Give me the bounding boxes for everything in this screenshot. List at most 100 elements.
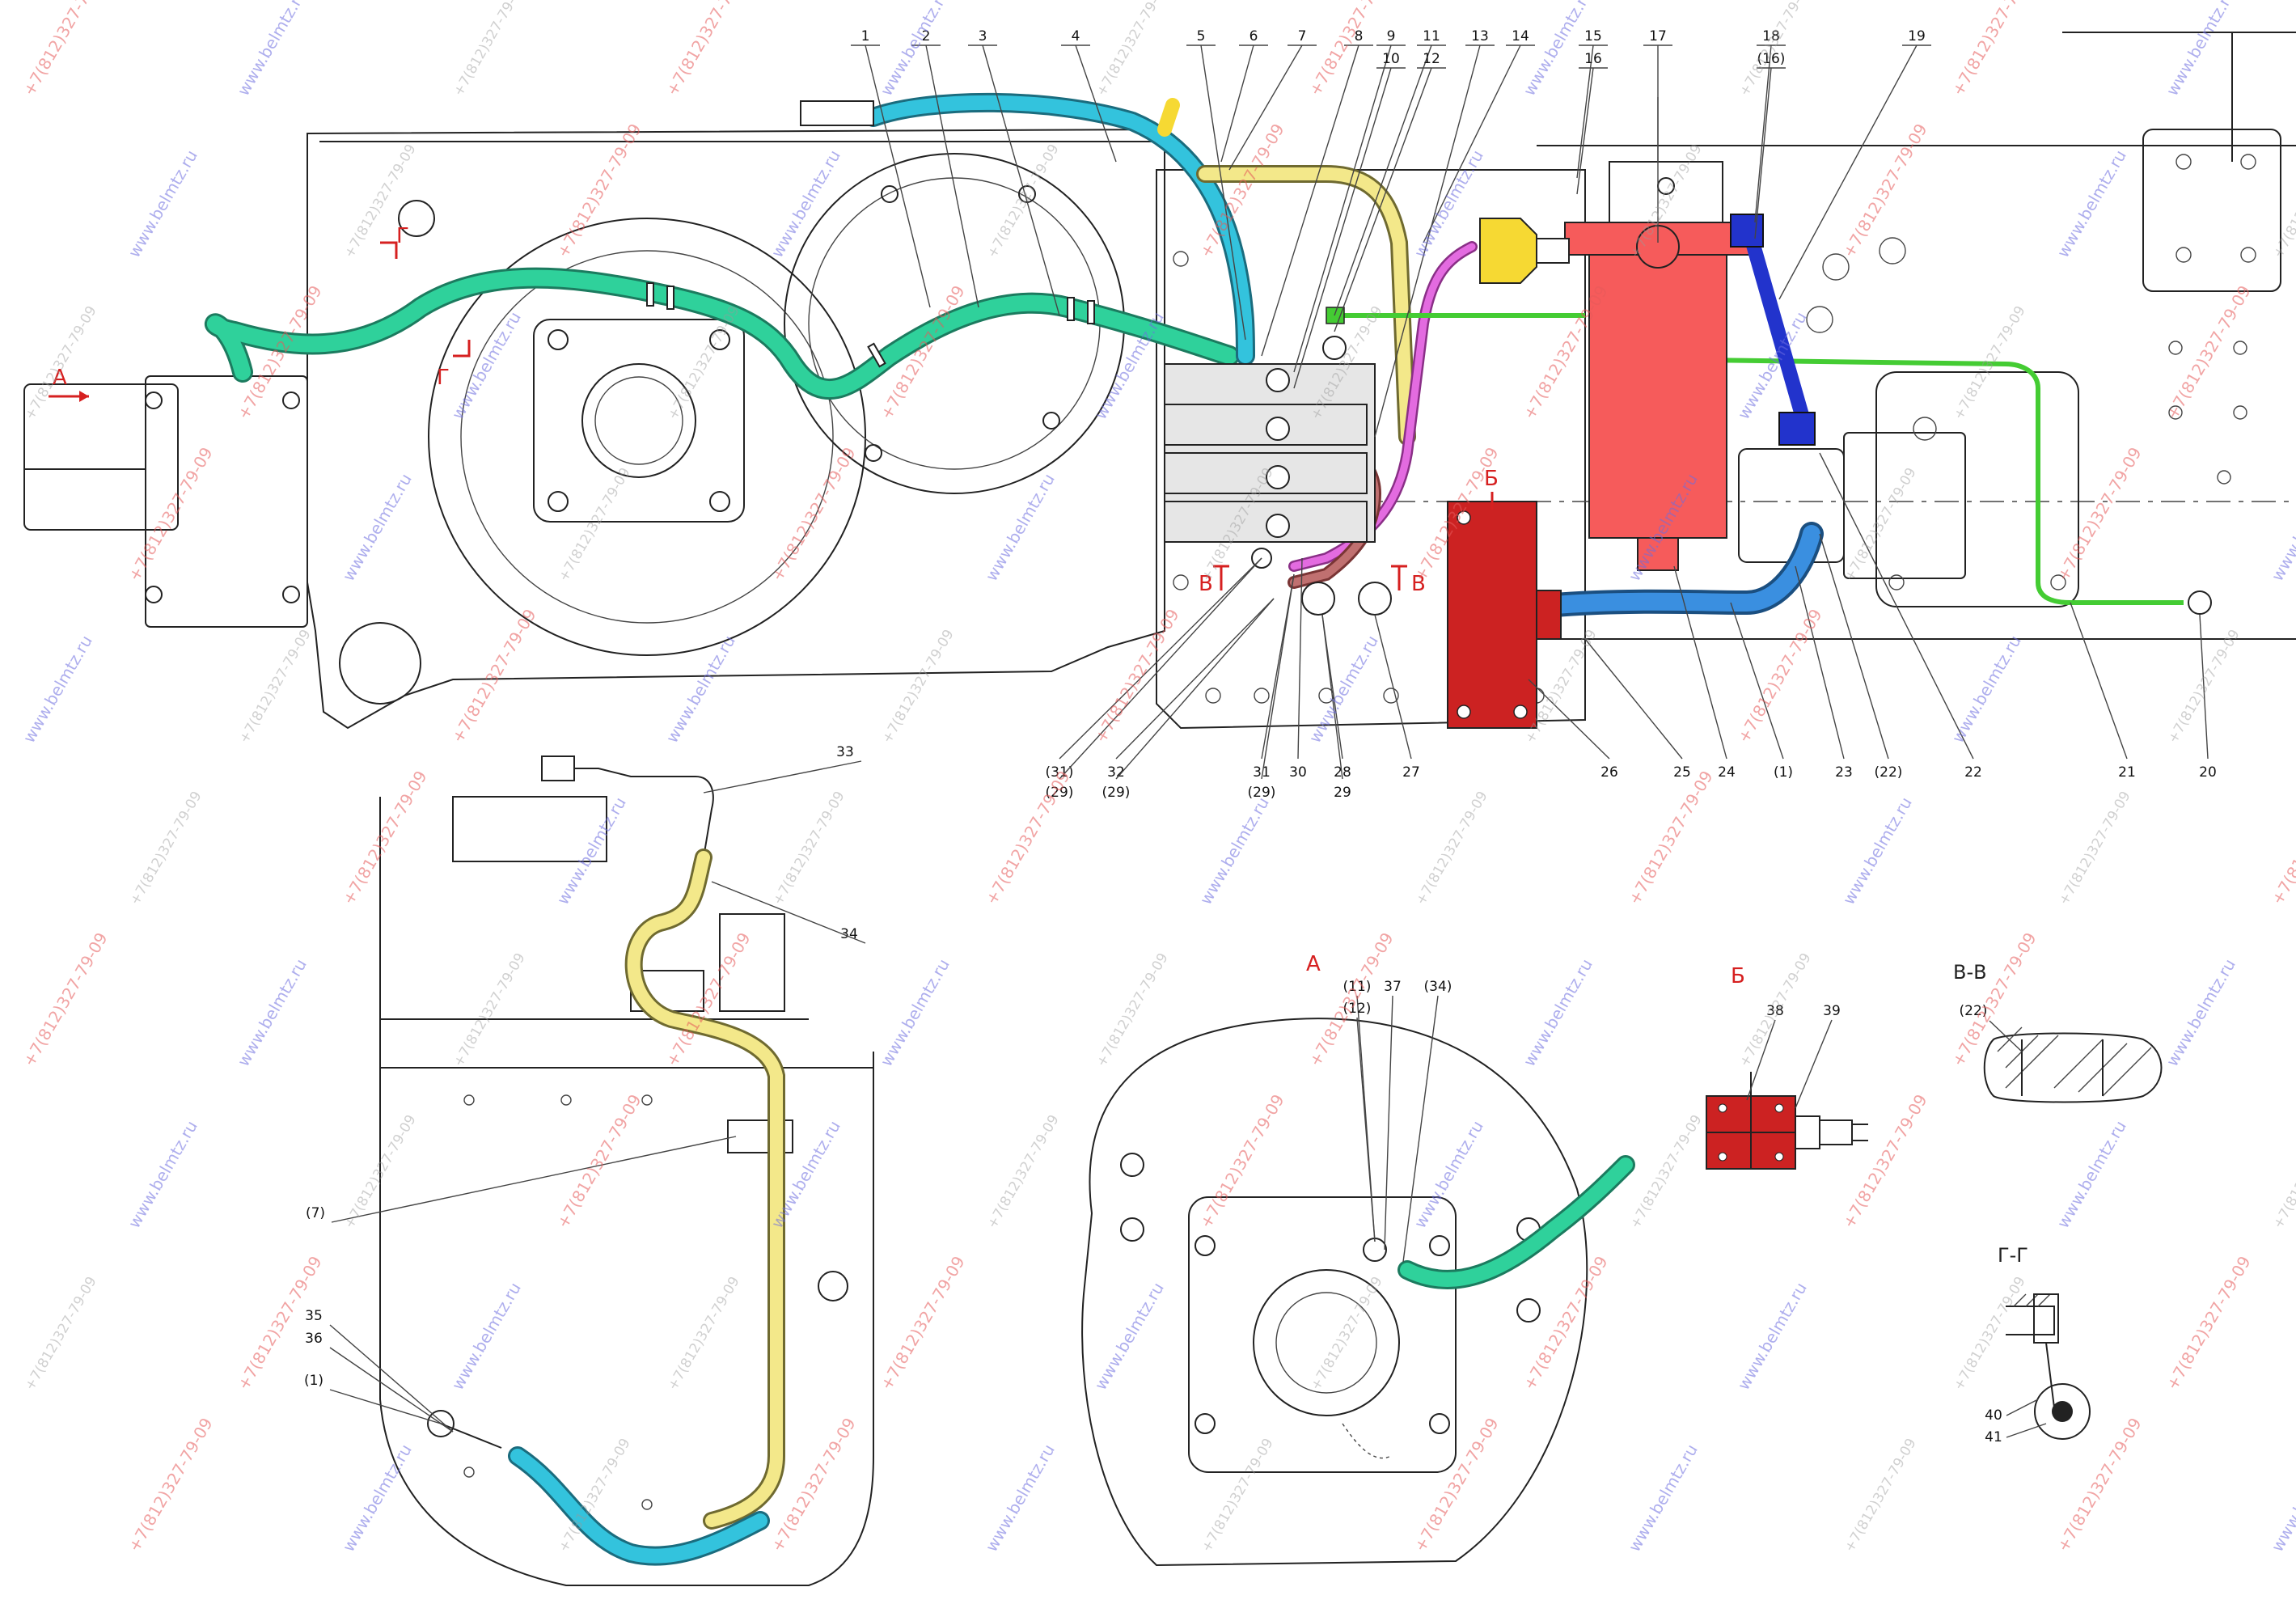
watermark-36: +7(812)327-79-09 — [767, 444, 860, 585]
watermark-59: +7(812)327-79-09 — [982, 768, 1074, 908]
callout-bottom-8: 29 — [1334, 785, 1351, 801]
watermark-61: +7(812)327-79-09 — [1413, 789, 1491, 908]
watermark-70: www.belmtz.ru — [877, 955, 953, 1069]
watermark-108: +7(812)327-79-09 — [2053, 1415, 2146, 1555]
callout-bottom-12: 24 — [1718, 764, 1736, 781]
callout-top-10: 11 — [1423, 28, 1440, 44]
right-frame — [1165, 32, 2296, 640]
callout-bottom-12-leader — [1673, 565, 1727, 760]
watermark-46: +7(812)327-79-09 — [448, 606, 540, 747]
watermark-83: www.belmtz.ru — [1410, 1117, 1487, 1231]
watermark-2: +7(812)327-79-09 — [450, 0, 529, 99]
callout-vv-0: (22) — [1960, 1003, 1988, 1019]
watermark-1: www.belmtz.ru — [234, 0, 311, 99]
callout-view-a-2: 37 — [1384, 979, 1402, 995]
callout-top-1: 2 — [922, 28, 931, 44]
callout-bottom-4: 31 — [1253, 764, 1271, 781]
callout-left-4: 36 — [305, 1331, 323, 1347]
callout-bottom-14-leader — [1795, 565, 1845, 760]
callout-top-7-leader — [1261, 44, 1359, 357]
callout-bottom-5-leader — [1261, 573, 1295, 780]
callout-top-13: 14 — [1512, 28, 1529, 44]
callout-bottom-16: 22 — [1964, 764, 1982, 781]
valve-block-red — [1447, 501, 1562, 729]
view-a-marker: А — [53, 366, 67, 390]
callout-top-0: 1 — [861, 28, 870, 44]
callout-bottom-3: (29) — [1102, 785, 1131, 801]
hydraulic-filter — [1564, 97, 1752, 571]
callout-top-12-leader — [1374, 44, 1481, 438]
watermark-43: www.belmtz.ru — [2268, 470, 2296, 584]
callout-left-3-leader — [329, 1324, 454, 1433]
callout-bottom-10-leader — [1528, 679, 1610, 760]
callout-bottom-9-leader — [1374, 614, 1412, 760]
callout-left-2: (7) — [306, 1205, 325, 1221]
callout-top-5: 6 — [1249, 28, 1258, 44]
view-b-detail: Б — [1706, 964, 1868, 1170]
watermark-69: +7(812)327-79-09 — [662, 929, 755, 1070]
callout-bottom-13: (1) — [1774, 764, 1793, 781]
watermark-54: +7(812)327-79-09 — [2165, 627, 2243, 746]
filter-link-blue — [1730, 214, 1816, 446]
watermark-41: +7(812)327-79-09 — [1841, 465, 1920, 584]
callout-bottom-3-leader — [1115, 598, 1275, 780]
watermark-71: +7(812)327-79-09 — [1093, 950, 1172, 1069]
watermark-44: www.belmtz.ru — [19, 632, 96, 746]
watermark-77: www.belmtz.ru — [125, 1117, 201, 1231]
watermark-57: www.belmtz.ru — [553, 794, 630, 908]
callout-top-1-leader — [925, 44, 979, 308]
callout-bottom-0: (31) — [1046, 764, 1074, 781]
callout-bottom-17: 21 — [2118, 764, 2136, 781]
callout-top-9-leader — [1293, 67, 1392, 389]
left-detail-yellow-pipe — [624, 849, 785, 1530]
callout-bottom-2: 32 — [1107, 764, 1125, 781]
callout-top-5-leader — [1220, 44, 1254, 163]
callout-bottom-2-leader — [1115, 598, 1275, 760]
watermark-63: www.belmtz.ru — [1839, 794, 1916, 908]
callout-bottom-11: 25 — [1673, 764, 1691, 781]
watermark-91: +7(812)327-79-09 — [665, 1274, 743, 1393]
callout-bottom-16-leader — [1819, 452, 1974, 760]
watermark-6: +7(812)327-79-09 — [1305, 0, 1397, 99]
view-a-callouts: (11)(12)37(34) — [1343, 979, 1452, 1263]
callout-top-11: 12 — [1423, 51, 1440, 67]
callout-view-a-1-leader — [1356, 1017, 1376, 1242]
callout-left-1-leader — [711, 881, 866, 944]
watermark-8: +7(812)327-79-09 — [1736, 0, 1815, 99]
watermark-56: +7(812)327-79-09 — [339, 768, 431, 908]
callout-top-18-leader — [1754, 67, 1772, 239]
callout-gg-0: 40 — [1985, 1407, 2002, 1424]
callout-top-15-leader — [1576, 67, 1594, 195]
watermark-90: www.belmtz.ru — [448, 1279, 525, 1393]
callout-bottom-14: 23 — [1835, 764, 1853, 781]
watermark-72: +7(812)327-79-09 — [1305, 929, 1397, 1070]
section-markers-main: А Г Г Б В В — [49, 224, 1499, 596]
watermark-88: +7(812)327-79-09 — [22, 1274, 100, 1393]
watermark-103: www.belmtz.ru — [982, 1441, 1059, 1555]
callout-gg-1: 41 — [1985, 1429, 2002, 1445]
return-line-green — [1326, 307, 2212, 615]
watermark-5: +7(812)327-79-09 — [1093, 0, 1172, 99]
watermark-37: www.belmtz.ru — [982, 470, 1059, 584]
view-a-title: А — [1306, 952, 1321, 976]
callout-bottom-18-leader — [2199, 614, 2209, 760]
callout-top-0-leader — [865, 44, 931, 308]
callout-bottom-11-leader — [1584, 638, 1683, 760]
callout-bottom-8-leader — [1321, 614, 1343, 780]
watermark-97: +7(812)327-79-09 — [1951, 1274, 2029, 1393]
section-v-marker-left: В — [1199, 572, 1213, 596]
callout-top-19-leader — [1778, 44, 1918, 300]
callout-view-b-0: 38 — [1766, 1003, 1784, 1019]
watermark-85: +7(812)327-79-09 — [1839, 1091, 1931, 1232]
section-gg-detail: Г-Г — [1998, 1244, 2091, 1440]
callout-bottom-15: (22) — [1875, 764, 1903, 781]
watermark-0: +7(812)327-79-09 — [19, 0, 112, 99]
callout-bottom-17-leader — [2070, 602, 2128, 760]
callout-top-9: 10 — [1382, 51, 1400, 67]
watermark-76: www.belmtz.ru — [2163, 955, 2239, 1069]
callout-left-0: 33 — [836, 744, 854, 760]
watermark-66: +7(812)327-79-09 — [19, 929, 112, 1070]
